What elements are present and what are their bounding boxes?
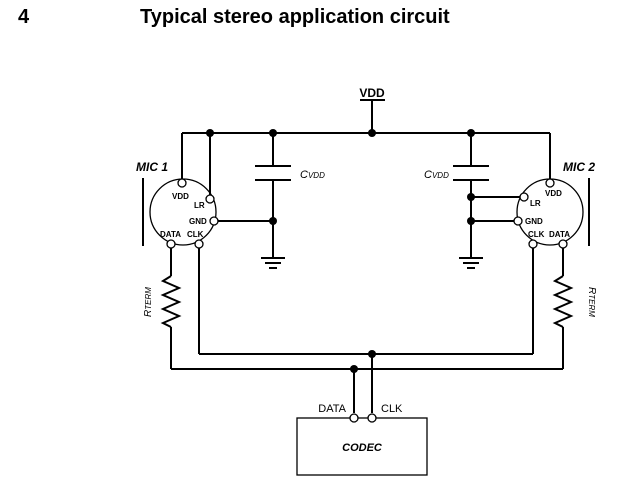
mic2-pin-lr: LR <box>530 199 541 208</box>
mic2-pin-gnd: GND <box>525 217 543 226</box>
data-bus <box>171 365 563 413</box>
capacitor-right-label: CVDD <box>424 169 449 181</box>
capacitor-left: CVDD <box>255 133 325 258</box>
mic1-pin-gnd: GND <box>189 217 207 226</box>
resistor-left: RTERM <box>143 248 182 369</box>
junction-dot <box>350 365 358 373</box>
mic2-pin-vdd: VDD <box>545 189 562 198</box>
mic1-pin-data: DATA <box>160 230 181 239</box>
mic2-label: MIC 2 <box>563 160 595 174</box>
vdd-supply: VDD <box>359 86 385 133</box>
mic1: MIC 1 VDD LR GND DATA CLK <box>136 160 219 249</box>
mic2: MIC 2 VDD LR GND CLK DATA <box>513 160 595 249</box>
mic2-pin-data: DATA <box>549 230 570 239</box>
power-rail <box>181 129 551 199</box>
clk-bus <box>198 248 534 413</box>
codec: DATA CLK CODEC <box>296 403 428 476</box>
junction-dot <box>368 350 376 358</box>
resistor-right-label: RTERM <box>586 287 597 317</box>
mic1-pin-vdd: VDD <box>172 192 189 201</box>
junction-dot <box>368 129 376 137</box>
resistor-right: RTERM <box>552 248 597 369</box>
resistor-left-label: RTERM <box>143 287 154 317</box>
mic1-pin-lr: LR <box>194 201 205 210</box>
codec-pin-data: DATA <box>318 403 346 415</box>
codec-pin-clk: CLK <box>381 403 403 415</box>
section-title: Typical stereo application circuit <box>140 6 450 28</box>
mic1-pin-clk: CLK <box>187 230 204 239</box>
codec-label: CODEC <box>342 442 383 454</box>
vdd-supply-label: VDD <box>359 86 385 100</box>
capacitor-right: CVDD <box>424 133 489 258</box>
mic2-pin-clk: CLK <box>528 230 545 239</box>
junction-dot <box>206 129 214 137</box>
capacitor-left-label: CVDD <box>300 169 325 181</box>
ground-symbol-left <box>261 257 285 269</box>
section-number: 4 <box>18 6 30 28</box>
mic1-label: MIC 1 <box>136 160 168 174</box>
ground-symbol-right <box>459 257 483 269</box>
